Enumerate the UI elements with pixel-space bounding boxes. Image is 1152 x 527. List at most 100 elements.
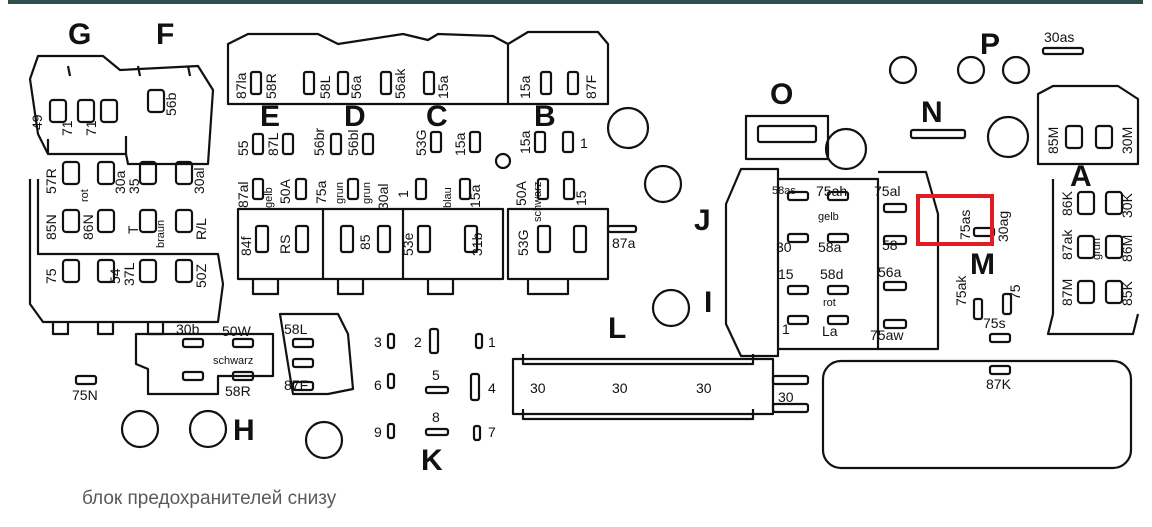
label: 87a [612,235,636,251]
label: 75s [983,315,1006,331]
label: 86N [80,214,96,240]
label: 56ak [392,68,408,99]
label: La [822,323,838,339]
block-ji [724,167,780,358]
label: 15a [517,75,533,99]
label: 85M [1045,127,1061,154]
label: 30al [191,168,207,194]
block-label-e: E [260,100,280,133]
label: 56br [311,128,327,156]
label: 9 [374,424,382,440]
label: 1 [782,321,790,337]
block-label-a: A [1070,160,1092,193]
highlight-box-75as [916,194,994,246]
label: 50A [277,178,293,204]
label: 85 [357,234,373,250]
label: 30a [112,170,128,194]
block-label-n: N [921,96,943,129]
label: 53G [413,130,429,156]
label: 58as [772,185,796,197]
label: 30K [1119,192,1135,218]
block-l-busbar [511,357,775,416]
fuse-box-diagram: G F E D C B O P N A J I M L H K 30as 49 … [28,18,1140,474]
label: 71 [59,120,75,136]
label: 8 [432,409,440,425]
block-label-p: P [980,28,1000,61]
block-label-d: D [344,100,366,133]
label: 30 [778,389,794,405]
label: 87F [284,377,308,393]
label: 58L [284,321,308,337]
label: 87M [1059,279,1075,306]
label: 15 [778,266,794,282]
label: 15a [435,75,451,99]
label: 50A [513,180,529,206]
block-g-outline [28,54,215,166]
label: 75aw [870,327,904,343]
label: 58L [317,75,333,99]
label: 85K [1119,280,1135,306]
label: grun [361,182,373,204]
label: 15 [573,190,589,206]
label: gelb [818,211,839,223]
label: T [125,225,141,234]
block-a [1036,84,1140,166]
label: 87al [235,182,251,208]
label: 15a [517,130,533,154]
label: 85N [43,214,59,240]
label: 30 [776,239,792,255]
label: 35 [126,178,142,194]
block-label-l: L [608,312,626,345]
block-label-c: C [426,100,448,133]
label: 5 [432,367,440,383]
label: 87la [233,72,249,99]
block-label-b: B [534,100,556,133]
label: 87F [583,75,599,99]
label: 86M [1119,235,1135,262]
label: 7 [488,424,496,440]
label: 50W [222,323,252,339]
block-label-o: O [770,78,793,111]
block-h [134,332,275,396]
label: 30al [375,184,391,210]
label: 55 [235,140,251,156]
block-label-f: F [156,18,174,51]
label: 37L [121,262,137,286]
label: 58R [225,383,251,399]
label: 56a [878,264,902,280]
label: 50Z [193,263,209,288]
label: 56bl [345,130,361,156]
label: 75 [1007,284,1023,300]
label: 75al [874,183,900,199]
label: 58R [263,73,279,99]
label: 75a [313,180,329,204]
label: blau [442,187,454,208]
label: 87K [986,376,1012,392]
label: 75 [43,268,59,284]
label: 6 [374,377,382,393]
label: 54 [107,268,123,284]
block-left-side [28,179,225,324]
label: 30 [696,380,712,396]
block-edcb-bottom [236,207,505,281]
block-o [744,114,830,161]
block-h-right [278,312,355,396]
top-rule [8,0,1143,4]
label: 1 [395,190,411,198]
label: 84f [238,236,254,256]
label: 56b [163,92,179,116]
label: 30 [612,380,628,396]
block-label-h: H [233,414,255,447]
label: grun [1091,238,1103,260]
label: 30b [176,321,200,337]
block-label-g: G [68,18,91,51]
label: 31b [469,232,485,256]
label: 1 [580,135,588,151]
label: 30M [1119,127,1135,154]
label: 15a [467,184,483,208]
label: rot [79,189,91,202]
label: 53G [515,230,531,256]
label: gelb [263,187,275,208]
label-75as: 75as [957,210,973,240]
image-caption: блок предохранителей снизу [82,488,337,509]
